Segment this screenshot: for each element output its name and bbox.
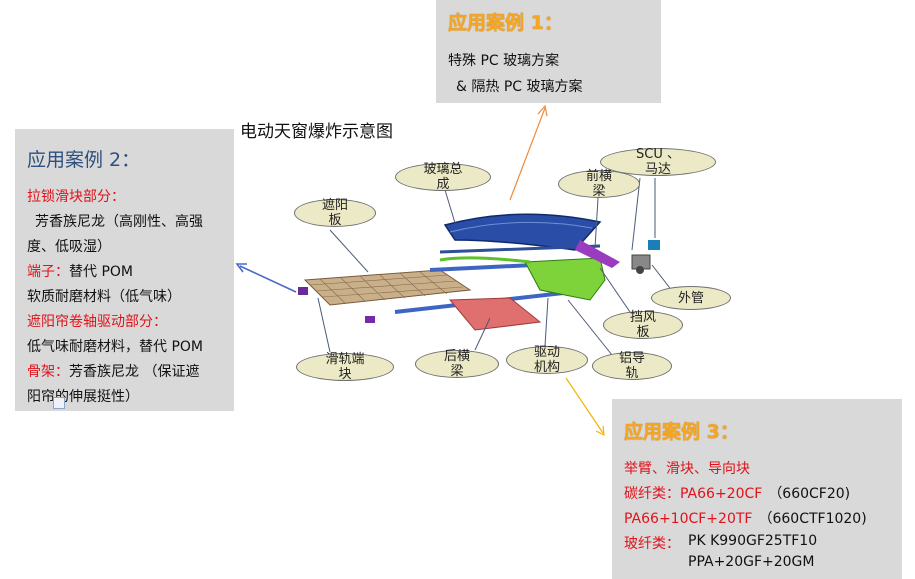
- case2-line-6: 软质耐磨材料（低气味）: [27, 289, 181, 305]
- green-frame: [524, 257, 606, 301]
- case2-line-9: 骨架：: [27, 364, 69, 380]
- case2-line-5: 替代 POM: [69, 264, 133, 280]
- case2-line-3: 度、低吸湿）: [27, 239, 111, 255]
- case1-title: 应用案例 1：: [448, 12, 563, 34]
- label-slide-end: 滑轨端 块: [296, 352, 394, 382]
- case3-line-8: PPA+20GF+20GM: [688, 554, 815, 570]
- label-scu-motor: SCU 、 马达: [600, 147, 716, 177]
- label-sunshade: 遮阳 板: [294, 198, 376, 228]
- case3-line-3: （660CF20): [768, 486, 851, 502]
- case3-line-4: PA66+10CF+20TF: [624, 511, 753, 527]
- label-rear-beam: 后横 梁: [415, 349, 499, 379]
- case2-line-8: 低气味耐磨材料，替代 POM: [27, 339, 203, 355]
- label-drive: 驱动 机构: [506, 345, 588, 375]
- diagram-title: 电动天窗爆炸示意图: [240, 122, 393, 142]
- label-front-beam: 前横 梁: [558, 169, 640, 199]
- rear-beam-red: [448, 297, 542, 331]
- case1-line-2: & 隔热 PC 玻璃方案: [456, 79, 583, 95]
- front-beam-bar: [439, 244, 601, 254]
- glass-panel: [443, 213, 602, 251]
- case3-box: 应用案例 3： 举臂、滑块、导向块 碳纤类：PA66+20CF （660CF20)…: [612, 399, 902, 579]
- case2-line-7: 遮阳帘卷轴驱动部分：: [27, 314, 167, 330]
- case3-title: 应用案例 3：: [624, 421, 739, 443]
- case2-title: 应用案例 2：: [27, 149, 141, 171]
- case3-line-7: PK K990GF25TF10: [688, 533, 818, 549]
- case3-line-1: 举臂、滑块、导向块: [624, 461, 750, 477]
- arrow-to-case1: [509, 104, 548, 201]
- case3-line-5: （660CTF1020): [758, 511, 867, 527]
- case2-line-4: 端子：: [27, 264, 69, 280]
- scroll-handle-icon[interactable]: [53, 397, 65, 409]
- case1-line-1: 特殊 PC 玻璃方案: [448, 53, 560, 69]
- case1-box: 应用案例 1： 特殊 PC 玻璃方案 & 隔热 PC 玻璃方案: [436, 0, 661, 103]
- motor-block: [648, 240, 660, 250]
- case2-box: 应用案例 2： 拉锁滑块部分： 芳香族尼龙（高刚性、高强 度、低吸湿） 端子：替…: [15, 129, 234, 411]
- case2-line-1: 拉锁滑块部分：: [27, 189, 125, 205]
- case3-line-6: 玻纤类：: [624, 536, 680, 552]
- label-glass: 玻璃总 成: [395, 162, 491, 192]
- label-deflector: 挡风 板: [603, 310, 683, 340]
- arrow-to-case3: [565, 377, 605, 437]
- case2-line-2: 芳香族尼龙（高刚性、高强: [35, 214, 203, 230]
- case2-line-11: 阳帘的伸展挺性）: [27, 389, 139, 405]
- label-al-rail: 铝导 轨: [592, 351, 672, 381]
- sunshade-mesh: [303, 269, 472, 306]
- case2-line-10: 芳香族尼龙 （保证遮: [69, 364, 200, 380]
- case3-line-2: 碳纤类：PA66+20CF: [624, 486, 763, 502]
- label-outer-pipe: 外管: [651, 286, 731, 310]
- arrow-to-case2: [235, 263, 297, 293]
